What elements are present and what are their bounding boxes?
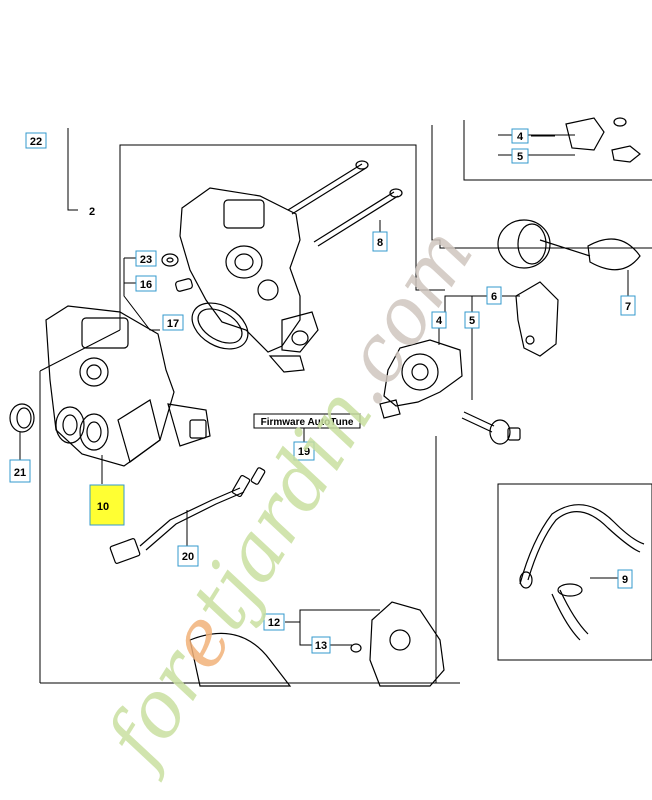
callout-9: 9 xyxy=(622,574,628,586)
callout-box-23 xyxy=(135,250,157,267)
carburetor-drawing xyxy=(9,305,211,467)
callout-box-4a xyxy=(511,128,529,144)
callout-box-20 xyxy=(177,545,199,567)
callout-5a: 5 xyxy=(517,151,523,163)
callout-box-10-highlighted xyxy=(89,484,125,526)
primer-bulb-drawing xyxy=(497,117,641,271)
callout-box-17 xyxy=(162,314,184,331)
callout-box-13 xyxy=(311,636,331,654)
callout-20: 20 xyxy=(182,551,194,563)
callout-box-4b xyxy=(431,311,447,329)
callout-4a: 4 xyxy=(517,131,524,143)
callout-box-7 xyxy=(620,295,636,316)
svg-text:foretjardin.com: foretjardin.com xyxy=(87,212,491,784)
cable-20-drawing xyxy=(109,467,266,564)
callout-box-2 xyxy=(80,203,100,218)
callout-10: 10 xyxy=(97,501,109,513)
callout-box-5a xyxy=(511,148,529,164)
callout-2: 2 xyxy=(89,206,95,218)
firmware-label-box xyxy=(253,413,361,429)
callout-16: 16 xyxy=(140,279,152,291)
callout-box-22 xyxy=(25,132,47,149)
hose-9-drawing xyxy=(519,504,645,641)
callout-7: 7 xyxy=(625,301,631,313)
callout-23: 23 xyxy=(140,254,152,266)
callout-boxes xyxy=(9,128,636,654)
ignition-module-drawing xyxy=(379,281,559,445)
callout-5b: 5 xyxy=(469,315,475,327)
callout-22: 22 xyxy=(30,136,42,148)
crankcase-drawing xyxy=(189,601,445,687)
callout-17: 17 xyxy=(167,318,179,330)
callout-box-19 xyxy=(293,441,315,461)
callout-12: 12 xyxy=(268,617,280,629)
callout-6: 6 xyxy=(491,291,497,303)
carburetor-housing-drawing xyxy=(161,160,403,373)
callout-box-9 xyxy=(617,569,633,589)
callout-box-16 xyxy=(135,275,157,292)
callout-box-6 xyxy=(486,286,502,305)
callout-21: 21 xyxy=(14,467,26,479)
firmware-autotune-label: Firmware AutoTune xyxy=(261,417,354,428)
callout-box-21 xyxy=(9,459,31,483)
watermark-logo: foretjardin.com xyxy=(87,212,491,784)
callout-box-5b xyxy=(464,311,480,329)
callout-13: 13 xyxy=(315,640,327,652)
callout-19: 19 xyxy=(298,446,310,458)
callout-4b: 4 xyxy=(436,315,443,327)
callout-box-12 xyxy=(263,613,285,631)
callout-box-8 xyxy=(372,231,388,252)
callout-labels: 22 2 23 16 17 8 4 5 6 4 5 7 19 21 10 20 … xyxy=(14,131,631,652)
leader-lines xyxy=(19,120,652,684)
callout-8: 8 xyxy=(377,237,383,249)
